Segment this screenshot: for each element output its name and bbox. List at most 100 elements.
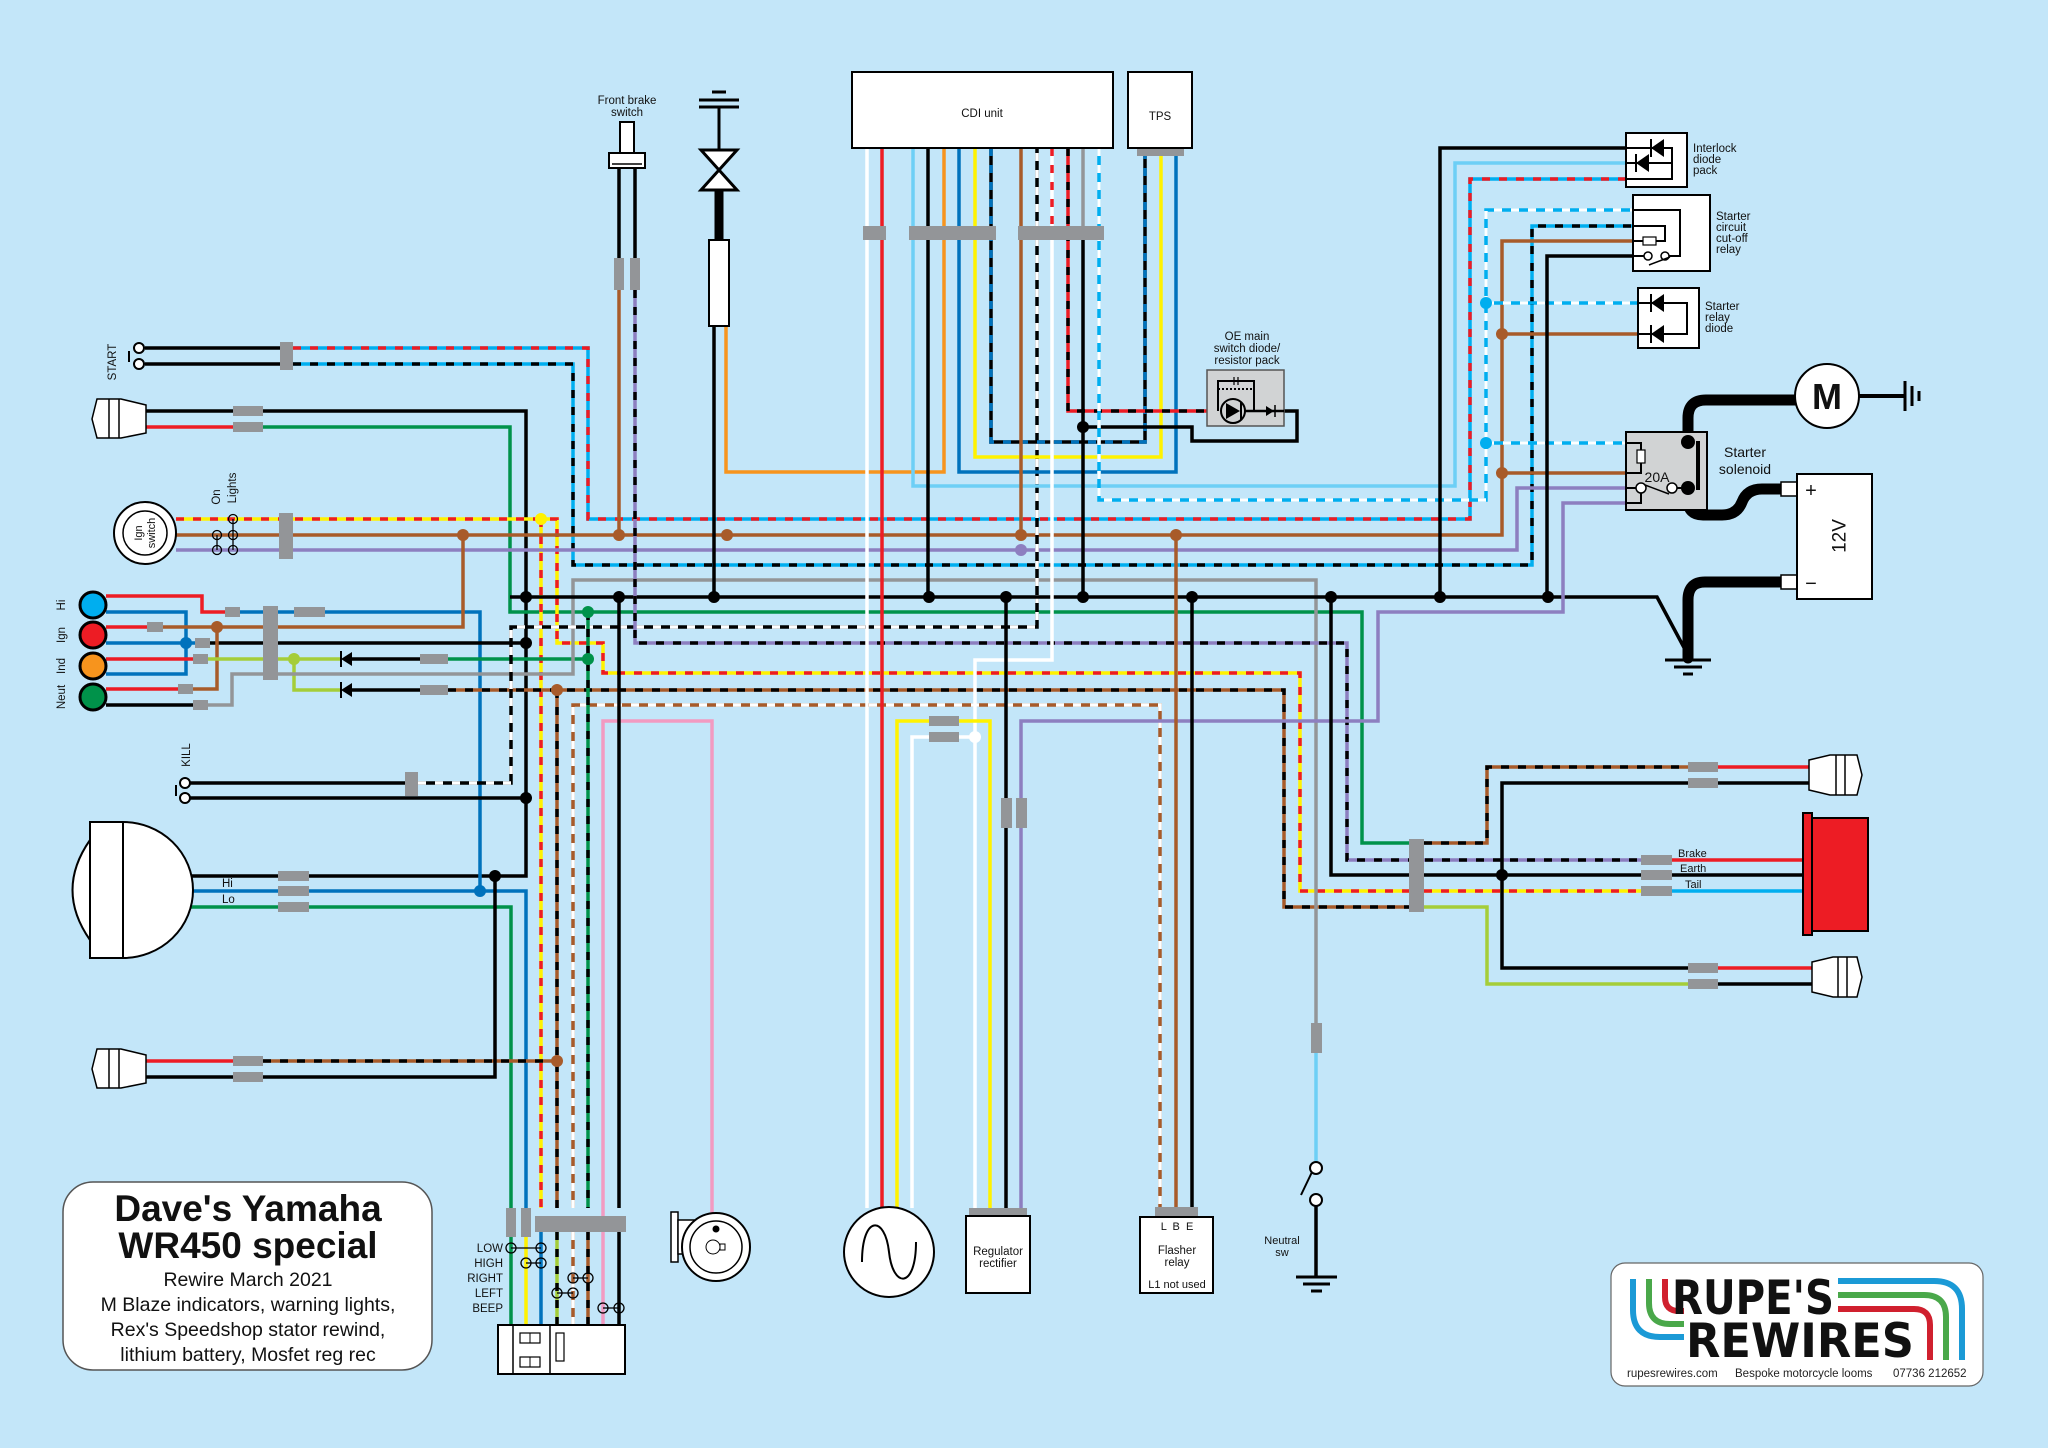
- switch-contacts: [505, 1242, 625, 1314]
- junctions-layer: [180, 297, 1554, 1067]
- connector: [195, 638, 210, 648]
- interlock-diode-pack: Interlock diode pack: [1625, 132, 1737, 188]
- regulator-label-2: rectifier: [979, 1258, 1017, 1270]
- tail-tail-label: Tail: [1685, 879, 1702, 891]
- connector: [1409, 839, 1424, 912]
- switch-pos-beep: BEEP: [472, 1303, 503, 1315]
- junction-dot: [1542, 591, 1554, 603]
- cutoff-relay-label-2: circuit: [1716, 222, 1747, 234]
- battery-voltage: 12V: [1830, 519, 1851, 553]
- solenoid-label-2: solenoid: [1719, 461, 1771, 477]
- ground-icon: [1296, 1275, 1337, 1293]
- junction-dot: [1170, 529, 1182, 541]
- warning-light-ind: Ind: [56, 651, 108, 681]
- connector: [929, 716, 959, 726]
- title-line-1: Dave's Yamaha: [114, 1188, 382, 1229]
- junction-dot: [582, 606, 594, 618]
- junction-dot: [1000, 591, 1012, 603]
- cdi-unit: CDI unit: [851, 71, 1114, 149]
- warning-light-neut: Neut: [56, 682, 108, 712]
- diode-icon: [340, 651, 352, 667]
- logo-stripe-red: [1662, 1279, 1684, 1314]
- interlock-label-3: pack: [1693, 165, 1718, 177]
- svg-text:Ign: Ign: [56, 627, 68, 643]
- connectors-layer: [147, 148, 1718, 1237]
- ground-icon: [1903, 381, 1921, 411]
- warning-light-hi: Hi: [56, 590, 108, 620]
- connector: [614, 258, 624, 290]
- wire: [1329, 597, 1641, 877]
- warning-light-ign: Ign: [56, 620, 108, 650]
- front-brake-switch: Front brake switch: [598, 95, 657, 169]
- handlebar-switch: LOW HIGH RIGHT LEFT BEEP: [467, 1242, 626, 1375]
- wire: [106, 594, 225, 614]
- junction-dot: [457, 529, 469, 541]
- logo-stripe-blue: [1630, 1279, 1684, 1340]
- switch-pos-high: HIGH: [474, 1258, 503, 1270]
- battery-positive: +: [1805, 480, 1817, 502]
- regulator-label: Regulator: [973, 1246, 1023, 1258]
- junction-dot: [1186, 591, 1198, 603]
- wire-tracer-stripe: [176, 517, 1409, 893]
- junction-dot: [1015, 529, 1027, 541]
- connector: [1688, 762, 1718, 772]
- logo-website: rupesrewires.com: [1627, 1368, 1718, 1380]
- junction-dot: [180, 637, 192, 649]
- connector: [193, 654, 208, 664]
- wire: [193, 627, 219, 691]
- junction-dot: [1015, 544, 1027, 556]
- rear-right-indicator-lower: [1811, 956, 1863, 998]
- starter-solenoid: 20A Starter solenoid: [1625, 431, 1771, 511]
- logo-stripe-blue-right: [1838, 1278, 1965, 1360]
- tps: TPS: [1127, 71, 1193, 149]
- wire-tracer-stripe: [1097, 148, 1633, 502]
- relay-diode-label-2: relay: [1705, 312, 1730, 324]
- junction-dot: [551, 684, 563, 696]
- tail-light: Brake Earth Tail: [1678, 812, 1869, 936]
- junction-dot: [551, 1055, 563, 1067]
- connector: [405, 772, 418, 796]
- solenoid-label: Starter: [1724, 444, 1766, 460]
- connector: [506, 1208, 516, 1237]
- neutral-switch: Neutral sw: [1264, 1161, 1337, 1293]
- wire: [263, 876, 497, 1079]
- connector: [1001, 798, 1012, 828]
- connector: [1688, 979, 1718, 989]
- wire-tracer-stripe: [1424, 765, 1688, 845]
- connector: [280, 342, 293, 370]
- wire-tracer-stripe: [633, 290, 1641, 862]
- front-brake-label: Front brake: [598, 95, 657, 107]
- connector: [521, 1208, 531, 1237]
- connector: [1311, 1023, 1322, 1053]
- wire: [911, 148, 1626, 488]
- connector: [233, 1056, 263, 1066]
- connector: [1641, 870, 1672, 880]
- connector: [233, 422, 263, 432]
- tail-earth-label: Earth: [1680, 863, 1706, 875]
- connector: [420, 685, 448, 695]
- logo-line-1: RUPE'S: [1672, 1271, 1834, 1326]
- wire: [1019, 501, 1626, 1208]
- junction-dot: [1496, 467, 1508, 479]
- title-line-2: WR450 special: [118, 1225, 377, 1266]
- rear-right-indicator-upper: [1808, 754, 1863, 796]
- junction-dot: [1325, 591, 1337, 603]
- wire: [292, 659, 340, 692]
- wire: [601, 719, 714, 1216]
- junction-dot: [1496, 328, 1508, 340]
- title-block: Dave's Yamaha WR450 special Rewire March…: [62, 1181, 433, 1371]
- battery-negative: −: [1805, 573, 1817, 595]
- junction-dot: [520, 591, 532, 603]
- ground-icon: [1665, 658, 1711, 676]
- connector: [1641, 855, 1672, 865]
- junction-dot: [613, 529, 625, 541]
- ign-position-on: On: [211, 489, 223, 504]
- junction-dot: [520, 637, 532, 649]
- flasher-note: L1 not used: [1148, 1279, 1206, 1291]
- junction-dot: [708, 591, 720, 603]
- junction-dot: [288, 653, 300, 665]
- junction-dot: [969, 731, 981, 743]
- junction-dot: [535, 513, 547, 525]
- wire: [1083, 409, 1299, 443]
